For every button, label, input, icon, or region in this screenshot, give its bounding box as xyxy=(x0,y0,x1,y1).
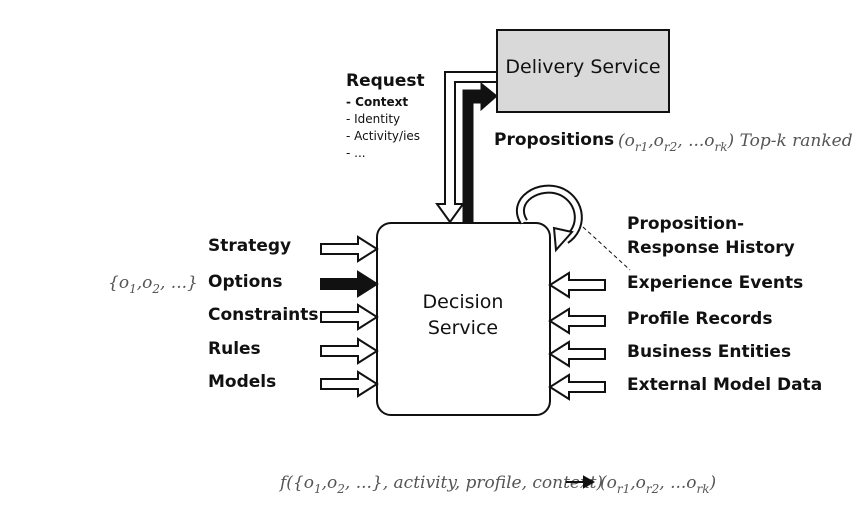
delivery-service-label: Delivery Service xyxy=(505,56,660,78)
arrow-constraints xyxy=(320,303,379,331)
function-formula: f({o1,o2, ...}, activity, profile, conte… xyxy=(278,473,603,496)
delivery-service-box xyxy=(496,29,670,113)
function-middle: , ...}, activity, profile, context) xyxy=(345,473,603,493)
propositions-label: Propositions xyxy=(494,130,614,150)
input-models: Models xyxy=(208,372,276,392)
options-set: {o1,o2, ...} xyxy=(108,273,198,296)
input-business-entities: Business Entities xyxy=(627,342,791,362)
arrow-strategy xyxy=(320,235,379,263)
feedback-dashed-connector xyxy=(582,226,631,271)
input-proposition-response-1: Proposition- xyxy=(627,214,744,234)
arrow-rules xyxy=(320,337,379,365)
request-title: Request xyxy=(346,71,425,91)
arrow-business-entities xyxy=(548,340,606,368)
feedback-loop-icon xyxy=(515,184,583,253)
propositions-arrow xyxy=(462,81,498,223)
input-options: Options xyxy=(208,272,282,292)
propositions-formula: (or1,or2, ...ork) Top-k ranked xyxy=(618,131,852,154)
input-strategy: Strategy xyxy=(208,236,291,256)
arrow-experience-events xyxy=(548,271,606,299)
input-experience-events: Experience Events xyxy=(627,273,803,293)
decision-service-line1: Decision xyxy=(423,291,504,313)
arrow-external-model-data xyxy=(548,373,606,401)
input-external-model-data: External Model Data xyxy=(627,375,822,395)
left-input-arrows xyxy=(320,235,379,398)
function-arrow xyxy=(566,475,596,489)
request-item-activity: - Activity/ies xyxy=(346,129,420,143)
right-input-arrows xyxy=(548,271,606,401)
arrow-options xyxy=(320,270,379,298)
arrow-profile-records xyxy=(548,307,606,335)
function-result: (or1,or2, ...ork) xyxy=(600,473,716,496)
decision-service-line2: Service xyxy=(428,317,498,339)
input-profile-records: Profile Records xyxy=(627,309,772,329)
request-arrow xyxy=(435,71,498,224)
request-item-more: - ... xyxy=(346,146,366,160)
input-proposition-response-2: Response History xyxy=(627,238,795,258)
request-item-context: - Context xyxy=(346,95,408,109)
input-rules: Rules xyxy=(208,339,261,359)
request-item-identity: - Identity xyxy=(346,112,400,126)
input-constraints: Constraints xyxy=(208,305,319,325)
propositions-formula-tail: ) Top-k ranked xyxy=(727,131,852,151)
decision-service-box xyxy=(376,222,551,416)
arrow-models xyxy=(320,370,379,398)
